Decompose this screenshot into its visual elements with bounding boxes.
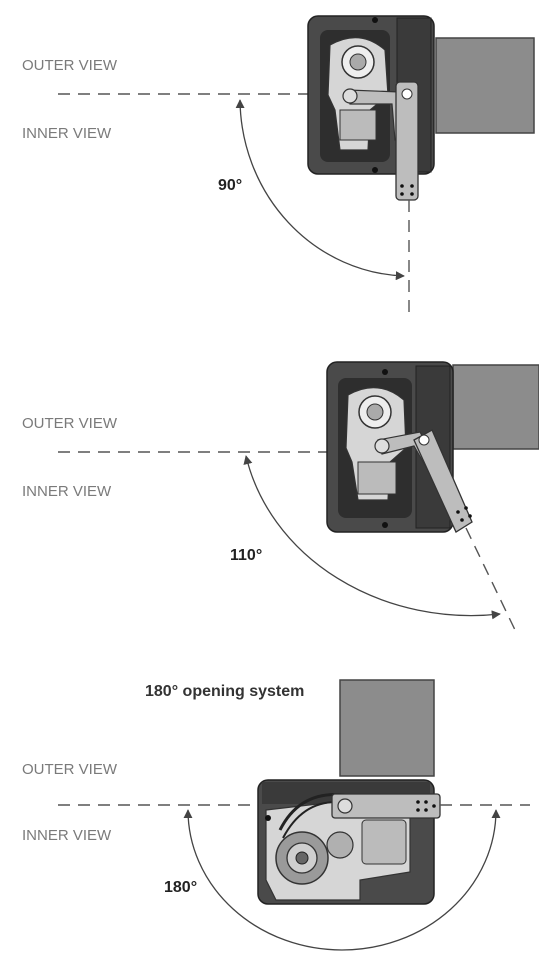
diagram-90: OUTER VIEW INNER VIEW 90° bbox=[22, 15, 535, 312]
angle-label-90: 90° bbox=[218, 177, 242, 194]
opening-arc-90 bbox=[235, 99, 405, 281]
angle-label-180: 180° bbox=[164, 879, 197, 896]
gate-panel bbox=[452, 364, 539, 450]
opening-arc-180 bbox=[183, 809, 501, 951]
inner-view-label: INNER VIEW bbox=[22, 827, 112, 844]
system-label: 180° opening system bbox=[145, 683, 304, 700]
open-position-line bbox=[465, 527, 517, 633]
inner-view-label: INNER VIEW bbox=[22, 483, 112, 500]
inner-view-label: INNER VIEW bbox=[22, 125, 112, 142]
opening-arc-110 bbox=[243, 455, 501, 620]
diagram-180: 180° opening system OUTER VIEW INNER VIE… bbox=[22, 679, 530, 951]
gate-panel bbox=[339, 679, 435, 777]
angle-label-110: 110° bbox=[230, 547, 262, 564]
gate-bracket bbox=[395, 81, 419, 201]
outer-view-label: OUTER VIEW bbox=[22, 761, 118, 778]
outer-view-label: OUTER VIEW bbox=[22, 57, 118, 74]
motor-arm bbox=[331, 793, 441, 819]
gate-panel bbox=[435, 37, 535, 134]
diagram-110: OUTER VIEW INNER VIEW 110° bbox=[22, 361, 539, 633]
outer-view-label: OUTER VIEW bbox=[22, 415, 118, 432]
